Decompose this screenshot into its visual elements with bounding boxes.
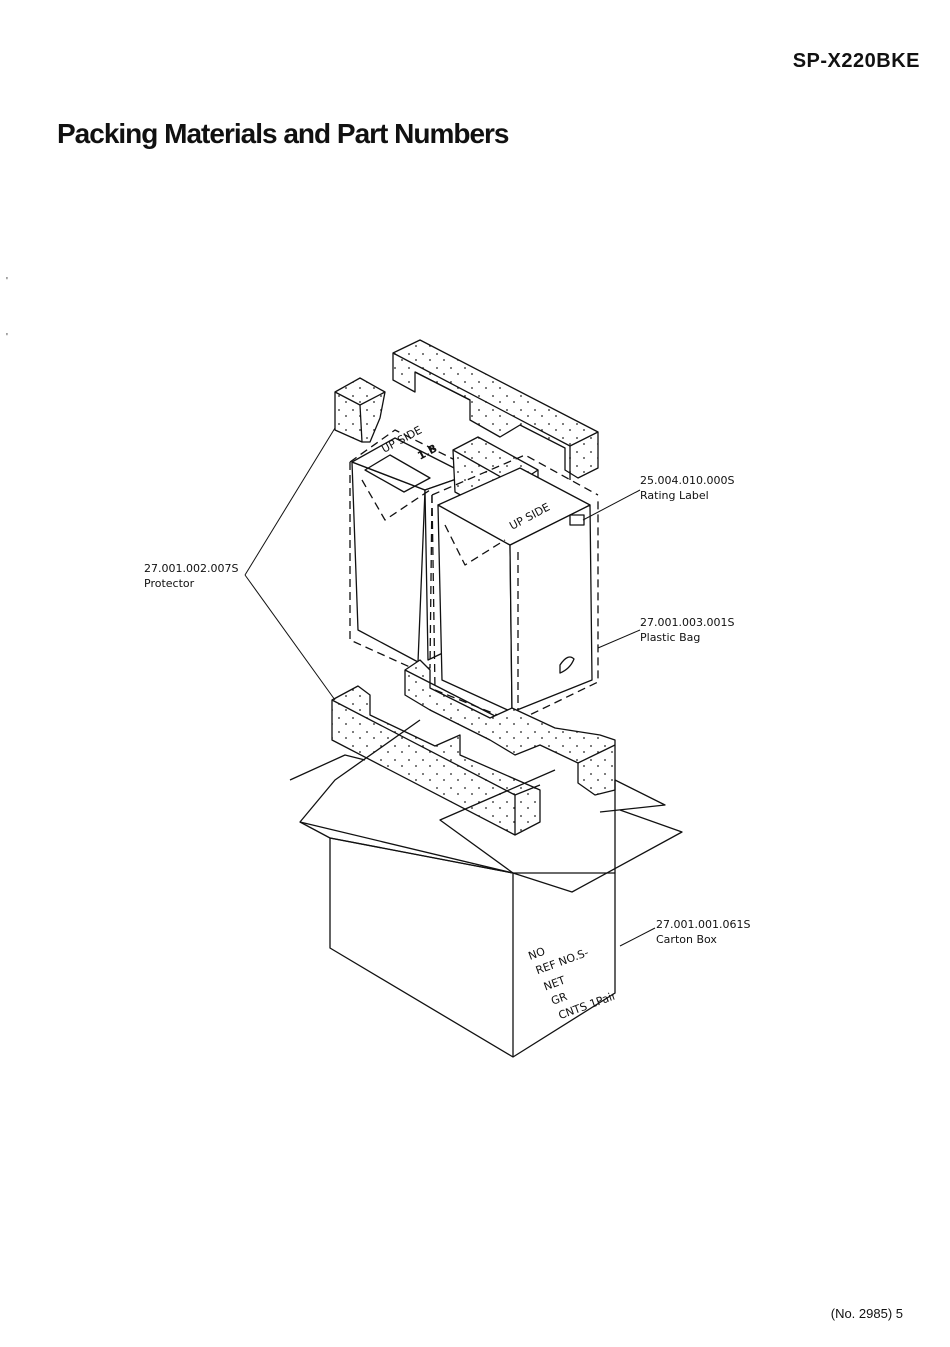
carton-box (289, 719, 683, 1058)
protector-name: Protector (144, 577, 195, 590)
page-title: Packing Materials and Part Numbers (57, 118, 510, 149)
rating-label-part-no: 25.004.010.000S (640, 474, 734, 487)
plastic-bag-name: Plastic Bag (640, 631, 700, 644)
speaker-logo-icon (559, 656, 575, 674)
carton-line: NO (527, 945, 548, 963)
leader-lines (244, 427, 656, 947)
protector-part-no: 27.001.002.007S (144, 562, 238, 575)
right-speaker (437, 467, 593, 713)
margin-mark: ' (6, 332, 8, 343)
margin-mark: ' (6, 276, 8, 287)
bottom-left-protector (331, 685, 541, 836)
carton-box-name: Carton Box (656, 933, 717, 946)
plastic-bag-part-no: 27.001.003.001S (640, 616, 734, 629)
left-top-protector-block (334, 377, 386, 443)
rating-label-name: Rating Label (640, 489, 709, 502)
model-number: SP-X220BKE (792, 50, 920, 72)
right-plastic-bag (431, 454, 599, 723)
carton-line: GR (549, 990, 569, 1008)
carton-box-part-no: 27.001.001.061S (656, 918, 750, 931)
page-number: (No. 2985) 5 (830, 1306, 903, 1321)
top-protector (392, 339, 599, 480)
